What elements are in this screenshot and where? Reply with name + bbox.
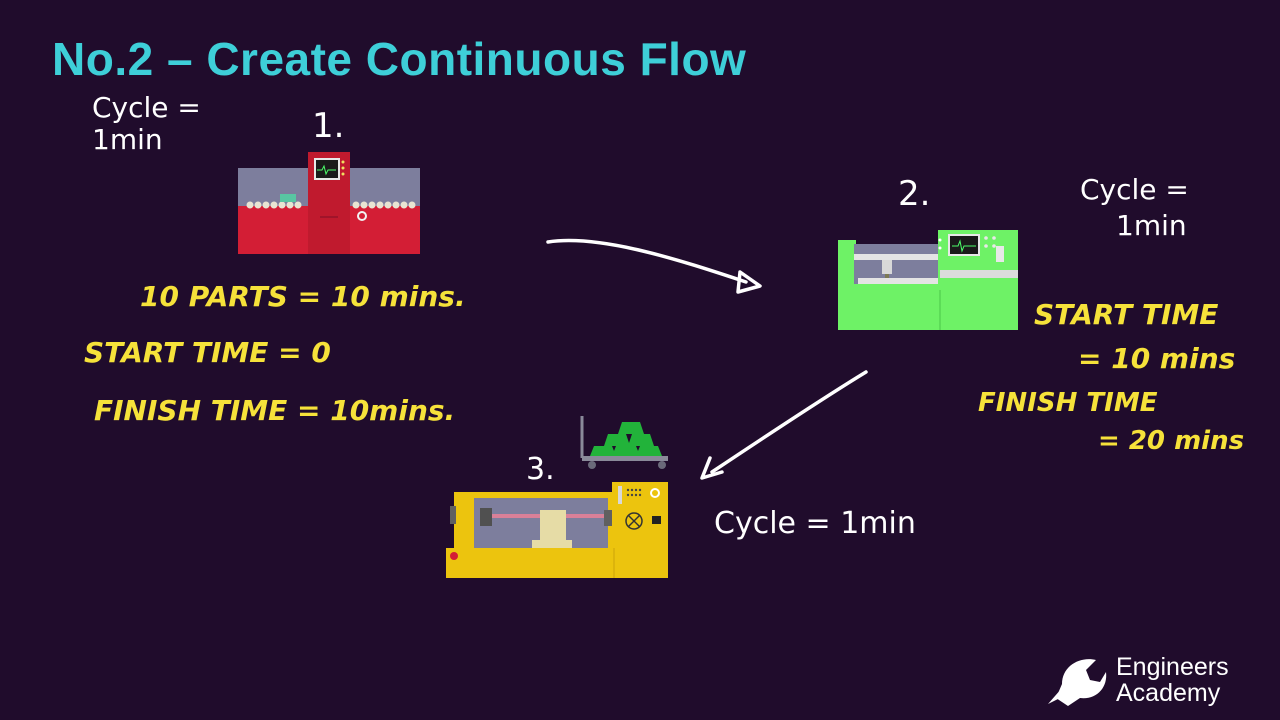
station2-cycle-label: Cycle = 1min xyxy=(1080,172,1189,244)
station3-cycle-label: Cycle = 1min xyxy=(714,506,916,541)
station2-start-time-line1: START TIME xyxy=(1034,298,1219,331)
engineers-academy-logo: Engineers Academy xyxy=(1042,652,1252,708)
station1-start-time: START TIME = 0 xyxy=(84,336,331,369)
station1-number: 1. xyxy=(312,106,345,146)
station1-parts-note: 10 PARTS = 10 mins. xyxy=(140,280,466,313)
station2-finish-time-line1: FINISH TIME xyxy=(978,388,1158,418)
machine-3-icon xyxy=(446,482,668,578)
station1-cycle-line1: Cycle = xyxy=(92,91,201,124)
station2-finish-time-line2: = 20 mins xyxy=(1098,426,1245,456)
flow-arrow-1-to-2 xyxy=(546,238,762,294)
machine-2-icon xyxy=(838,230,1018,330)
flow-arrow-2-to-3 xyxy=(700,370,868,480)
station1-cycle-line2: 1min xyxy=(92,123,163,156)
station1-finish-time: FINISH TIME = 10mins. xyxy=(94,394,456,427)
logo-line1: Engineers xyxy=(1116,653,1229,681)
station3-number: 3. xyxy=(526,452,555,487)
station2-start-time-line2: = 10 mins xyxy=(1078,342,1236,375)
station2-number: 2. xyxy=(898,174,931,214)
page-title: No.2 – Create Continuous Flow xyxy=(52,33,747,85)
station2-cycle-line1: Cycle = xyxy=(1080,173,1189,206)
station2-cycle-line2: 1min xyxy=(1116,209,1187,242)
logo-line2: Academy xyxy=(1116,679,1221,707)
machine-1-icon xyxy=(238,152,420,254)
wrench-logo-icon xyxy=(1048,659,1107,706)
station1-cycle-label: Cycle = 1min xyxy=(92,92,201,156)
finished-goods-cart-icon xyxy=(580,416,668,469)
